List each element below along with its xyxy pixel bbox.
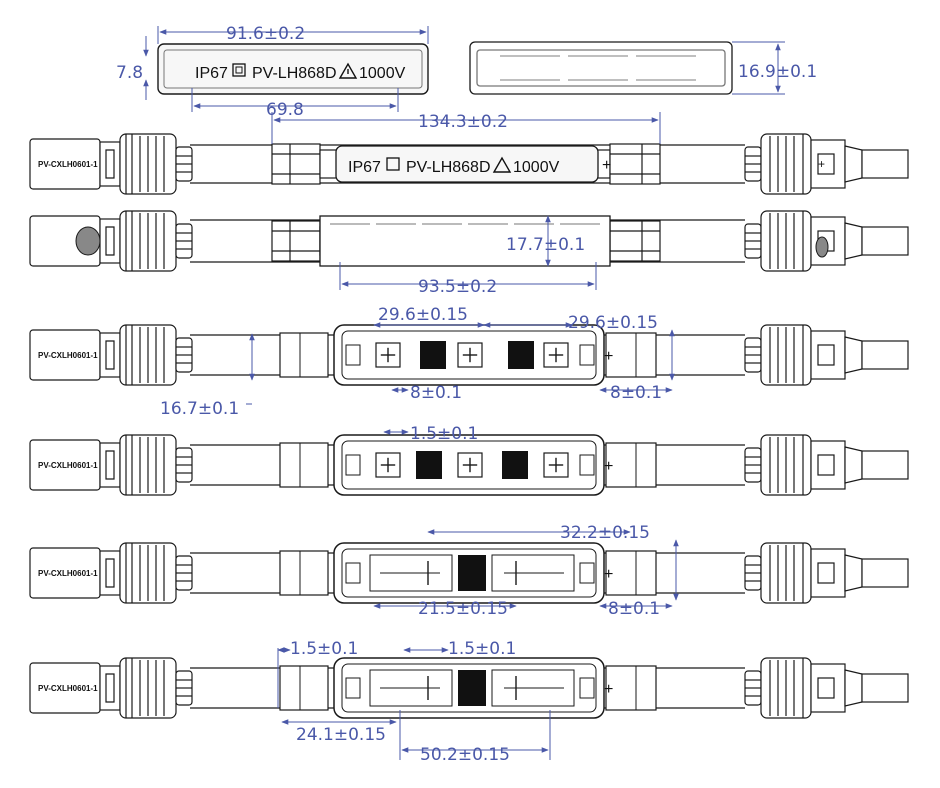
cover-top-view: IP67 PV-LH868D 1000V <box>157 43 429 95</box>
dim-body-inner: 93.5±0.2 <box>418 277 497 297</box>
dim-cover-inner: 69.8 <box>266 100 304 120</box>
row1-right-plus: + <box>818 157 825 171</box>
row1-voltage-text: 1000V <box>513 159 560 176</box>
latch-grip-icon <box>75 226 101 256</box>
dim-inner-row5: 21.5±0.15 <box>418 599 508 619</box>
connector-label: PV-CXLH0601-1 <box>38 684 98 693</box>
plus-mark: + <box>604 348 613 365</box>
dim-cover-height: 7.8 <box>116 63 143 83</box>
dim-gap-row4: 1.5±0.1 <box>410 424 478 444</box>
connector-label: PV-CXLH0601-1 <box>38 569 98 578</box>
fuse-cell <box>458 555 486 591</box>
dim-span-row6-b: 50.2±0.15 <box>420 745 510 765</box>
warning-icon <box>338 62 358 79</box>
internal-view-row: + PV-CXLH0601-1 <box>29 324 909 386</box>
row1-double-insulation-icon <box>386 157 400 171</box>
right-connector <box>744 324 909 386</box>
right-connector <box>744 542 909 604</box>
dim-body-length: 134.3±0.2 <box>418 112 508 132</box>
dim-gap-row6-left: 1.5±0.1 <box>290 639 358 659</box>
assembly-side-view <box>29 210 909 272</box>
internal-views: + PV-CXLH0601-1 + PV-CXLH0601-1 + PV-CXLH0601… <box>29 324 909 719</box>
body-voltage-text: 1000V <box>359 65 406 82</box>
cover-side-view <box>469 41 733 95</box>
dim-pin-width-left: 8±0.1 <box>410 383 462 403</box>
dim-cover-depth: 16.9±0.1 <box>738 62 817 82</box>
dim-span-row6-a: 24.1±0.15 <box>296 725 386 745</box>
dim-cover-length: 91.6±0.2 <box>226 24 305 44</box>
fuse-cell <box>458 670 486 706</box>
dim-body-height: 17.7±0.1 <box>506 235 585 255</box>
right-connector <box>744 657 909 719</box>
connector-label: PV-CXLH0601-1 <box>38 461 98 470</box>
body-ip-text: IP67 <box>195 65 228 82</box>
fuse-cell <box>420 341 446 369</box>
assembly-front-view: IP67 PV-LH868D 1000V + PV-CXLH0601-1 + <box>29 133 909 195</box>
row1-plus-mark: + <box>602 157 611 174</box>
internal-view-row: + PV-CXLH0601-1 <box>29 434 909 496</box>
dim-pitch-right: 29.6±0.15 <box>568 313 658 333</box>
plus-mark: + <box>604 566 613 583</box>
dim-body-width: 16.7±0.1 <box>160 399 239 419</box>
internal-view-row: + PV-CXLH0601-1 <box>29 657 909 719</box>
dim-pitch-left: 29.6±0.15 <box>378 305 468 325</box>
dim-pin-row5: 8±0.1 <box>608 599 660 619</box>
fuse-cell <box>416 451 442 479</box>
plus-mark: + <box>604 458 613 475</box>
row1-warning-icon <box>492 156 512 173</box>
row1-ip-text: IP67 <box>348 159 381 176</box>
fuse-cell <box>502 451 528 479</box>
dim-pin-width-right: 8±0.1 <box>610 383 662 403</box>
double-insulation-icon <box>232 63 246 77</box>
internal-view-row: + PV-CXLH0601-1 <box>29 542 909 604</box>
fuse-cell <box>508 341 534 369</box>
row1-model-text: PV-LH868D <box>406 159 491 176</box>
dim-span-row5: 32.2±0.15 <box>560 523 650 543</box>
right-connector <box>744 434 909 496</box>
right-latch-icon <box>815 236 829 258</box>
plus-mark: + <box>604 681 613 698</box>
body-model-text: PV-LH868D <box>252 65 337 82</box>
dim-gap-row6-mid: 1.5±0.1 <box>448 639 516 659</box>
connector-label: PV-CXLH0601-1 <box>38 351 98 360</box>
row1-connector-label: PV-CXLH0601-1 <box>38 160 98 169</box>
